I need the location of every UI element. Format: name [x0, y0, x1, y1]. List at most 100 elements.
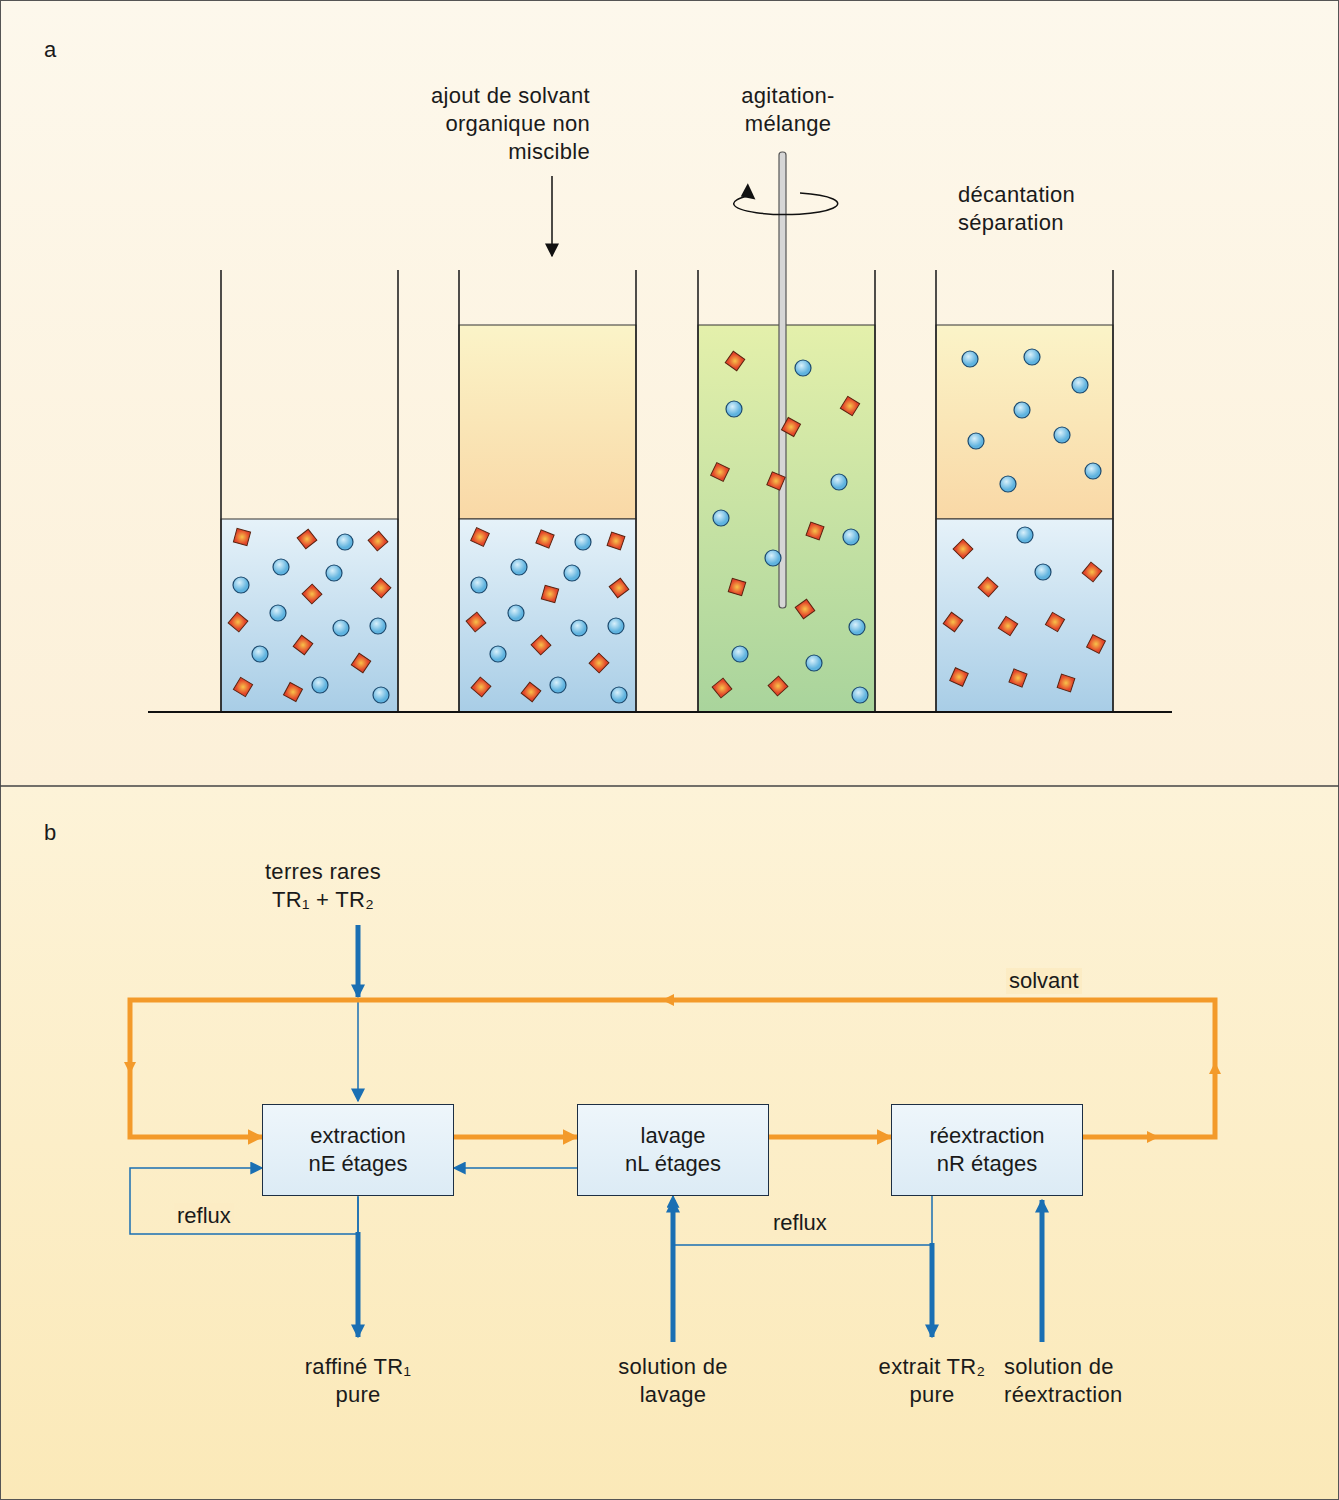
particle-circle [1085, 463, 1101, 479]
aqueous-flow [673, 1196, 932, 1245]
particle-circle [726, 401, 742, 417]
particle-square [521, 682, 541, 702]
process-box: extractionnE étages [262, 1104, 454, 1196]
stage-name: lavage [641, 1122, 706, 1150]
particle-square [368, 531, 388, 551]
particle-square [297, 529, 317, 549]
particle-circle [962, 351, 978, 367]
particle-circle [312, 677, 328, 693]
particle-square [371, 578, 391, 598]
particle-square [943, 612, 963, 632]
particle-square [950, 668, 968, 686]
particle-square [1087, 635, 1106, 654]
particle-circle [852, 687, 868, 703]
particle-square [781, 417, 800, 436]
beaker [936, 270, 1113, 712]
particle-circle [732, 646, 748, 662]
particle-square [351, 653, 370, 672]
process-box: lavagenL étages [577, 1104, 769, 1196]
particle-circle [490, 646, 506, 662]
particle-circle [571, 620, 587, 636]
particle-circle [326, 565, 342, 581]
particle-square [607, 532, 625, 550]
particle-circle [1024, 349, 1040, 365]
particle-circle [849, 619, 865, 635]
particle-square [953, 539, 973, 559]
particle-square [1009, 669, 1027, 687]
particle-circle [1035, 564, 1051, 580]
particle-circle [1017, 527, 1033, 543]
particle-square [728, 578, 745, 595]
particle-circle [337, 534, 353, 550]
particle-square [302, 584, 322, 604]
particle-circle [795, 360, 811, 376]
particle-circle [611, 687, 627, 703]
particle-square [1082, 562, 1102, 582]
stage-name: extraction [310, 1122, 405, 1150]
beaker [459, 270, 636, 712]
beaker [221, 270, 398, 712]
particle-square [471, 528, 490, 547]
particle-circle [370, 618, 386, 634]
panel-letter: b [44, 819, 84, 847]
particle-square [536, 530, 554, 548]
stage-count: nR étages [937, 1150, 1037, 1178]
particle-square [725, 351, 744, 370]
annotation: solution de lavage [603, 1353, 743, 1409]
particle-circle [765, 550, 781, 566]
stirrer [734, 152, 838, 608]
particle-circle [508, 605, 524, 621]
flow-label: reflux [174, 1203, 234, 1229]
particle-circle [608, 618, 624, 634]
particle-circle [550, 677, 566, 693]
stage-name: réextraction [930, 1122, 1045, 1150]
stage-count: nE étages [308, 1150, 407, 1178]
particle-square [589, 653, 609, 673]
process-box: réextractionnR étages [891, 1104, 1083, 1196]
annotation: agitation- mélange [718, 82, 858, 138]
particle-circle [1014, 402, 1030, 418]
particle-square [1057, 674, 1075, 692]
annotation: extrait TR₂ pure [877, 1353, 987, 1409]
solvent-flow [769, 1135, 891, 1140]
annotation: décantation séparation [958, 181, 1118, 237]
particle-circle [233, 577, 249, 593]
particle-square [541, 585, 558, 602]
panel-letter: a [44, 36, 84, 64]
particle-square [767, 472, 785, 490]
particle-circle [273, 559, 289, 575]
particle-circle [252, 646, 268, 662]
particle-square [284, 683, 303, 702]
particle-circle [806, 655, 822, 671]
particle-square [795, 599, 815, 619]
particle-circle [1000, 476, 1016, 492]
particle-circle [471, 577, 487, 593]
particle-square [609, 578, 629, 598]
particle-square [233, 528, 250, 545]
particle-circle [575, 534, 591, 550]
particle-circle [511, 559, 527, 575]
annotation: ajout de solvant organique non miscible [360, 82, 590, 166]
particle-circle [1054, 427, 1070, 443]
particle-circle [564, 565, 580, 581]
annotation: raffiné TR₁ pure [298, 1353, 418, 1409]
particle-square [768, 676, 788, 696]
particle-circle [270, 605, 286, 621]
annotation: solution de réextraction [1004, 1353, 1194, 1409]
particle-circle [843, 529, 859, 545]
particle-square [466, 612, 486, 632]
flow-label: reflux [770, 1210, 830, 1236]
particle-circle [1072, 377, 1088, 393]
particle-square [711, 463, 730, 482]
particle-circle [713, 510, 729, 526]
particle-circle [968, 433, 984, 449]
annotation: terres rares TR₁ + TR₂ [248, 858, 398, 914]
particle-square [998, 616, 1017, 635]
particle-square [712, 678, 732, 698]
particle-square [531, 635, 551, 655]
particle-square [471, 677, 491, 697]
particle-circle [831, 474, 847, 490]
particle-square [978, 577, 998, 597]
